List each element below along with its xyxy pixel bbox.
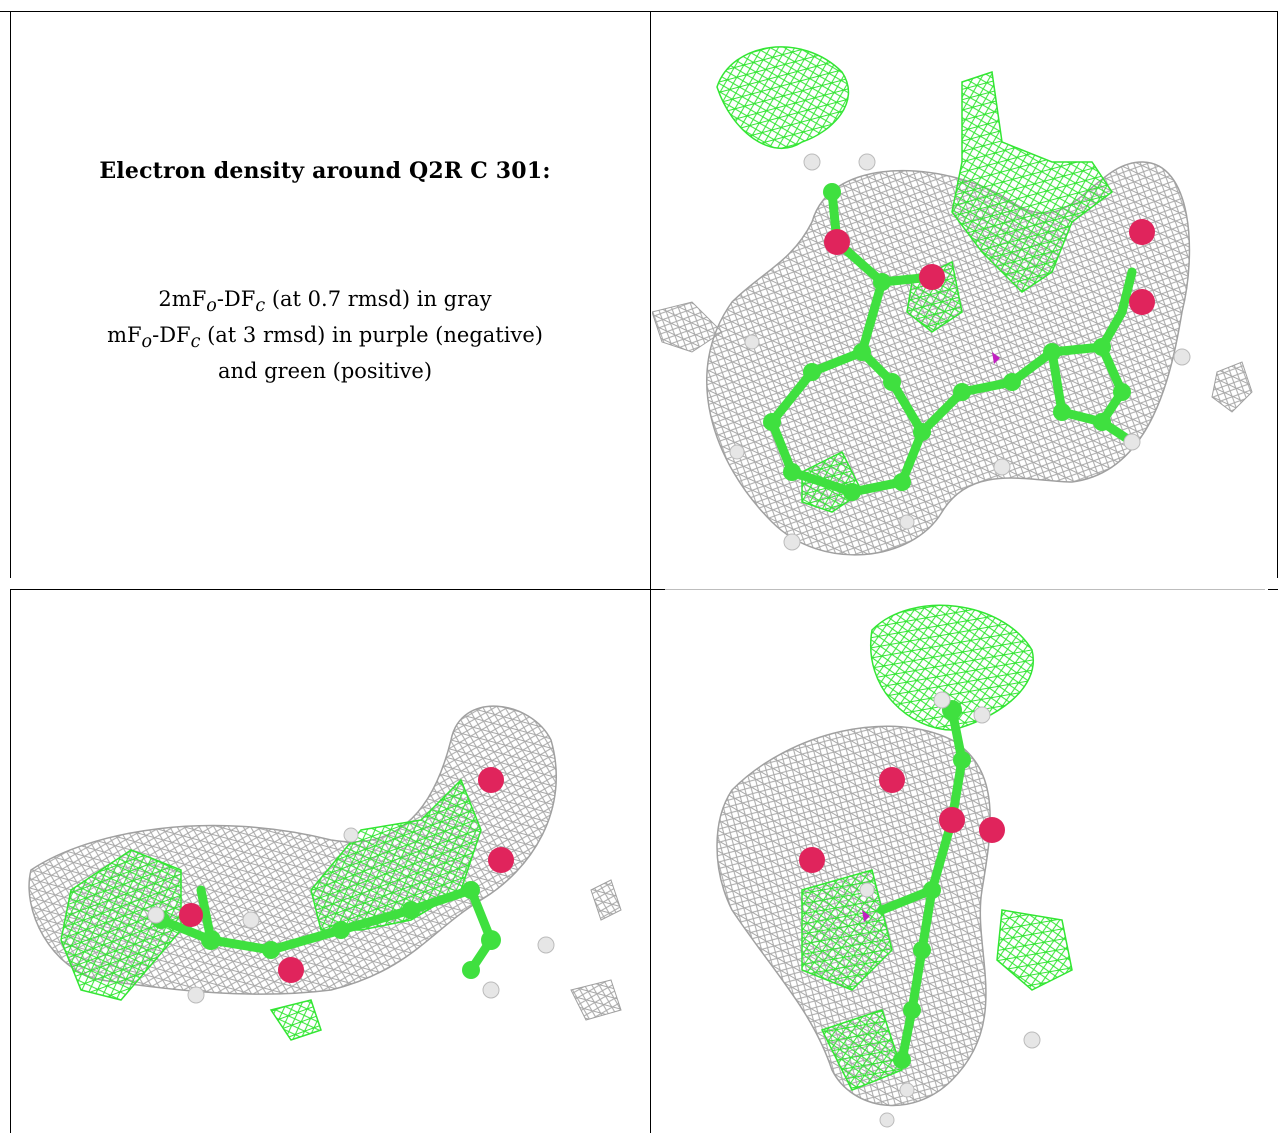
density-render-bottom-right xyxy=(716,604,1073,1128)
table-center-divider xyxy=(650,11,651,1133)
table-left-border-bottom xyxy=(10,590,11,1133)
row-divider-tail xyxy=(1268,589,1278,590)
legend-1-sub-c: c xyxy=(255,296,266,317)
legend-line-2fo: 2mFo-DFc (at 0.7 rmsd) in gray xyxy=(10,285,640,321)
caption-title: Electron density around Q2R C 301: xyxy=(99,158,551,184)
legend-2-suffix: (at 3 rmsd) in purple (negative) xyxy=(200,323,543,348)
density-render-top-right xyxy=(652,46,1253,556)
legend-1-sub-o: o xyxy=(206,296,217,317)
caption-cell: Electron density around Q2R C 301: 2mFo-… xyxy=(10,0,640,578)
view-bottom-right xyxy=(652,590,1277,1133)
legend-2-sub-o: o xyxy=(141,332,153,353)
table-top-border xyxy=(0,11,1278,12)
legend-1-prefix: 2mF xyxy=(158,287,207,311)
table-left-border-top xyxy=(10,11,11,578)
row-divider-left xyxy=(10,589,640,590)
row-divider-right xyxy=(665,589,1265,590)
legend-2-prefix: mF xyxy=(107,323,142,348)
view-bottom-left xyxy=(11,590,649,1133)
density-render-bottom-left xyxy=(28,705,622,1041)
row-divider-mid xyxy=(640,589,665,590)
legend-line-3: and green (positive) xyxy=(217,359,433,384)
legend-2-sub-c: c xyxy=(190,332,201,353)
legend-2-mid: -DF xyxy=(152,323,191,348)
legend-line-fo: mFo-DFc (at 3 rmsd) in purple (negative) xyxy=(10,321,640,357)
legend-1-mid: -DF xyxy=(216,287,256,311)
legend-1-suffix: (at 0.7 rmsd) in gray xyxy=(265,287,492,311)
caption-legend: 2mFo-DFc (at 0.7 rmsd) in gray mFo-DFc (… xyxy=(10,285,640,386)
view-top-right xyxy=(652,12,1277,588)
